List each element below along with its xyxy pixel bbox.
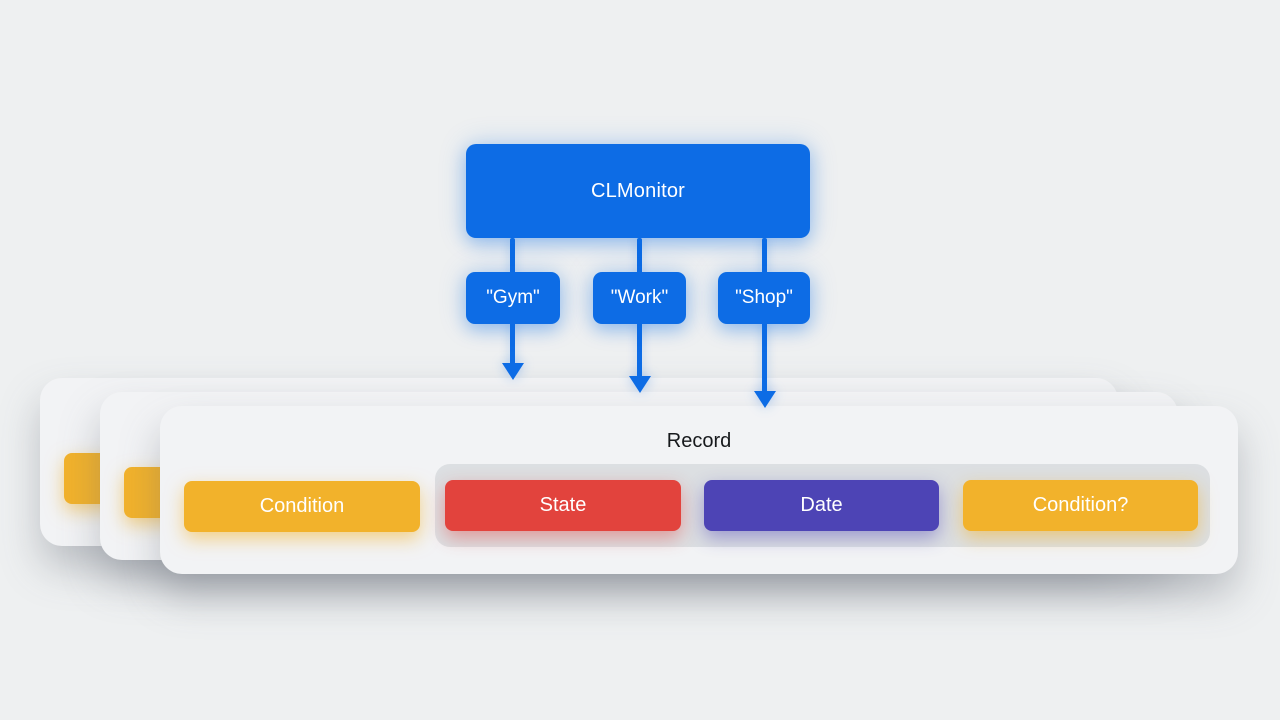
- arrow-down-icon: [629, 376, 651, 393]
- arrow-down-icon: [502, 363, 524, 380]
- record-card-front: Record Condition State Date Condition?: [160, 406, 1238, 574]
- clmonitor-root-node: CLMonitor: [466, 144, 810, 238]
- field-tray: State Date Condition?: [435, 464, 1210, 547]
- condition-question-field: Condition?: [963, 480, 1198, 531]
- state-field: State: [445, 480, 681, 531]
- condition-field: Condition: [184, 481, 420, 532]
- arrow-down-icon: [754, 391, 776, 408]
- branch-node-work: "Work": [593, 272, 686, 324]
- record-card-title: Record: [666, 430, 732, 452]
- branch-node-shop: "Shop": [718, 272, 810, 324]
- branch-node-gym: "Gym": [466, 272, 560, 324]
- date-field: Date: [704, 480, 939, 531]
